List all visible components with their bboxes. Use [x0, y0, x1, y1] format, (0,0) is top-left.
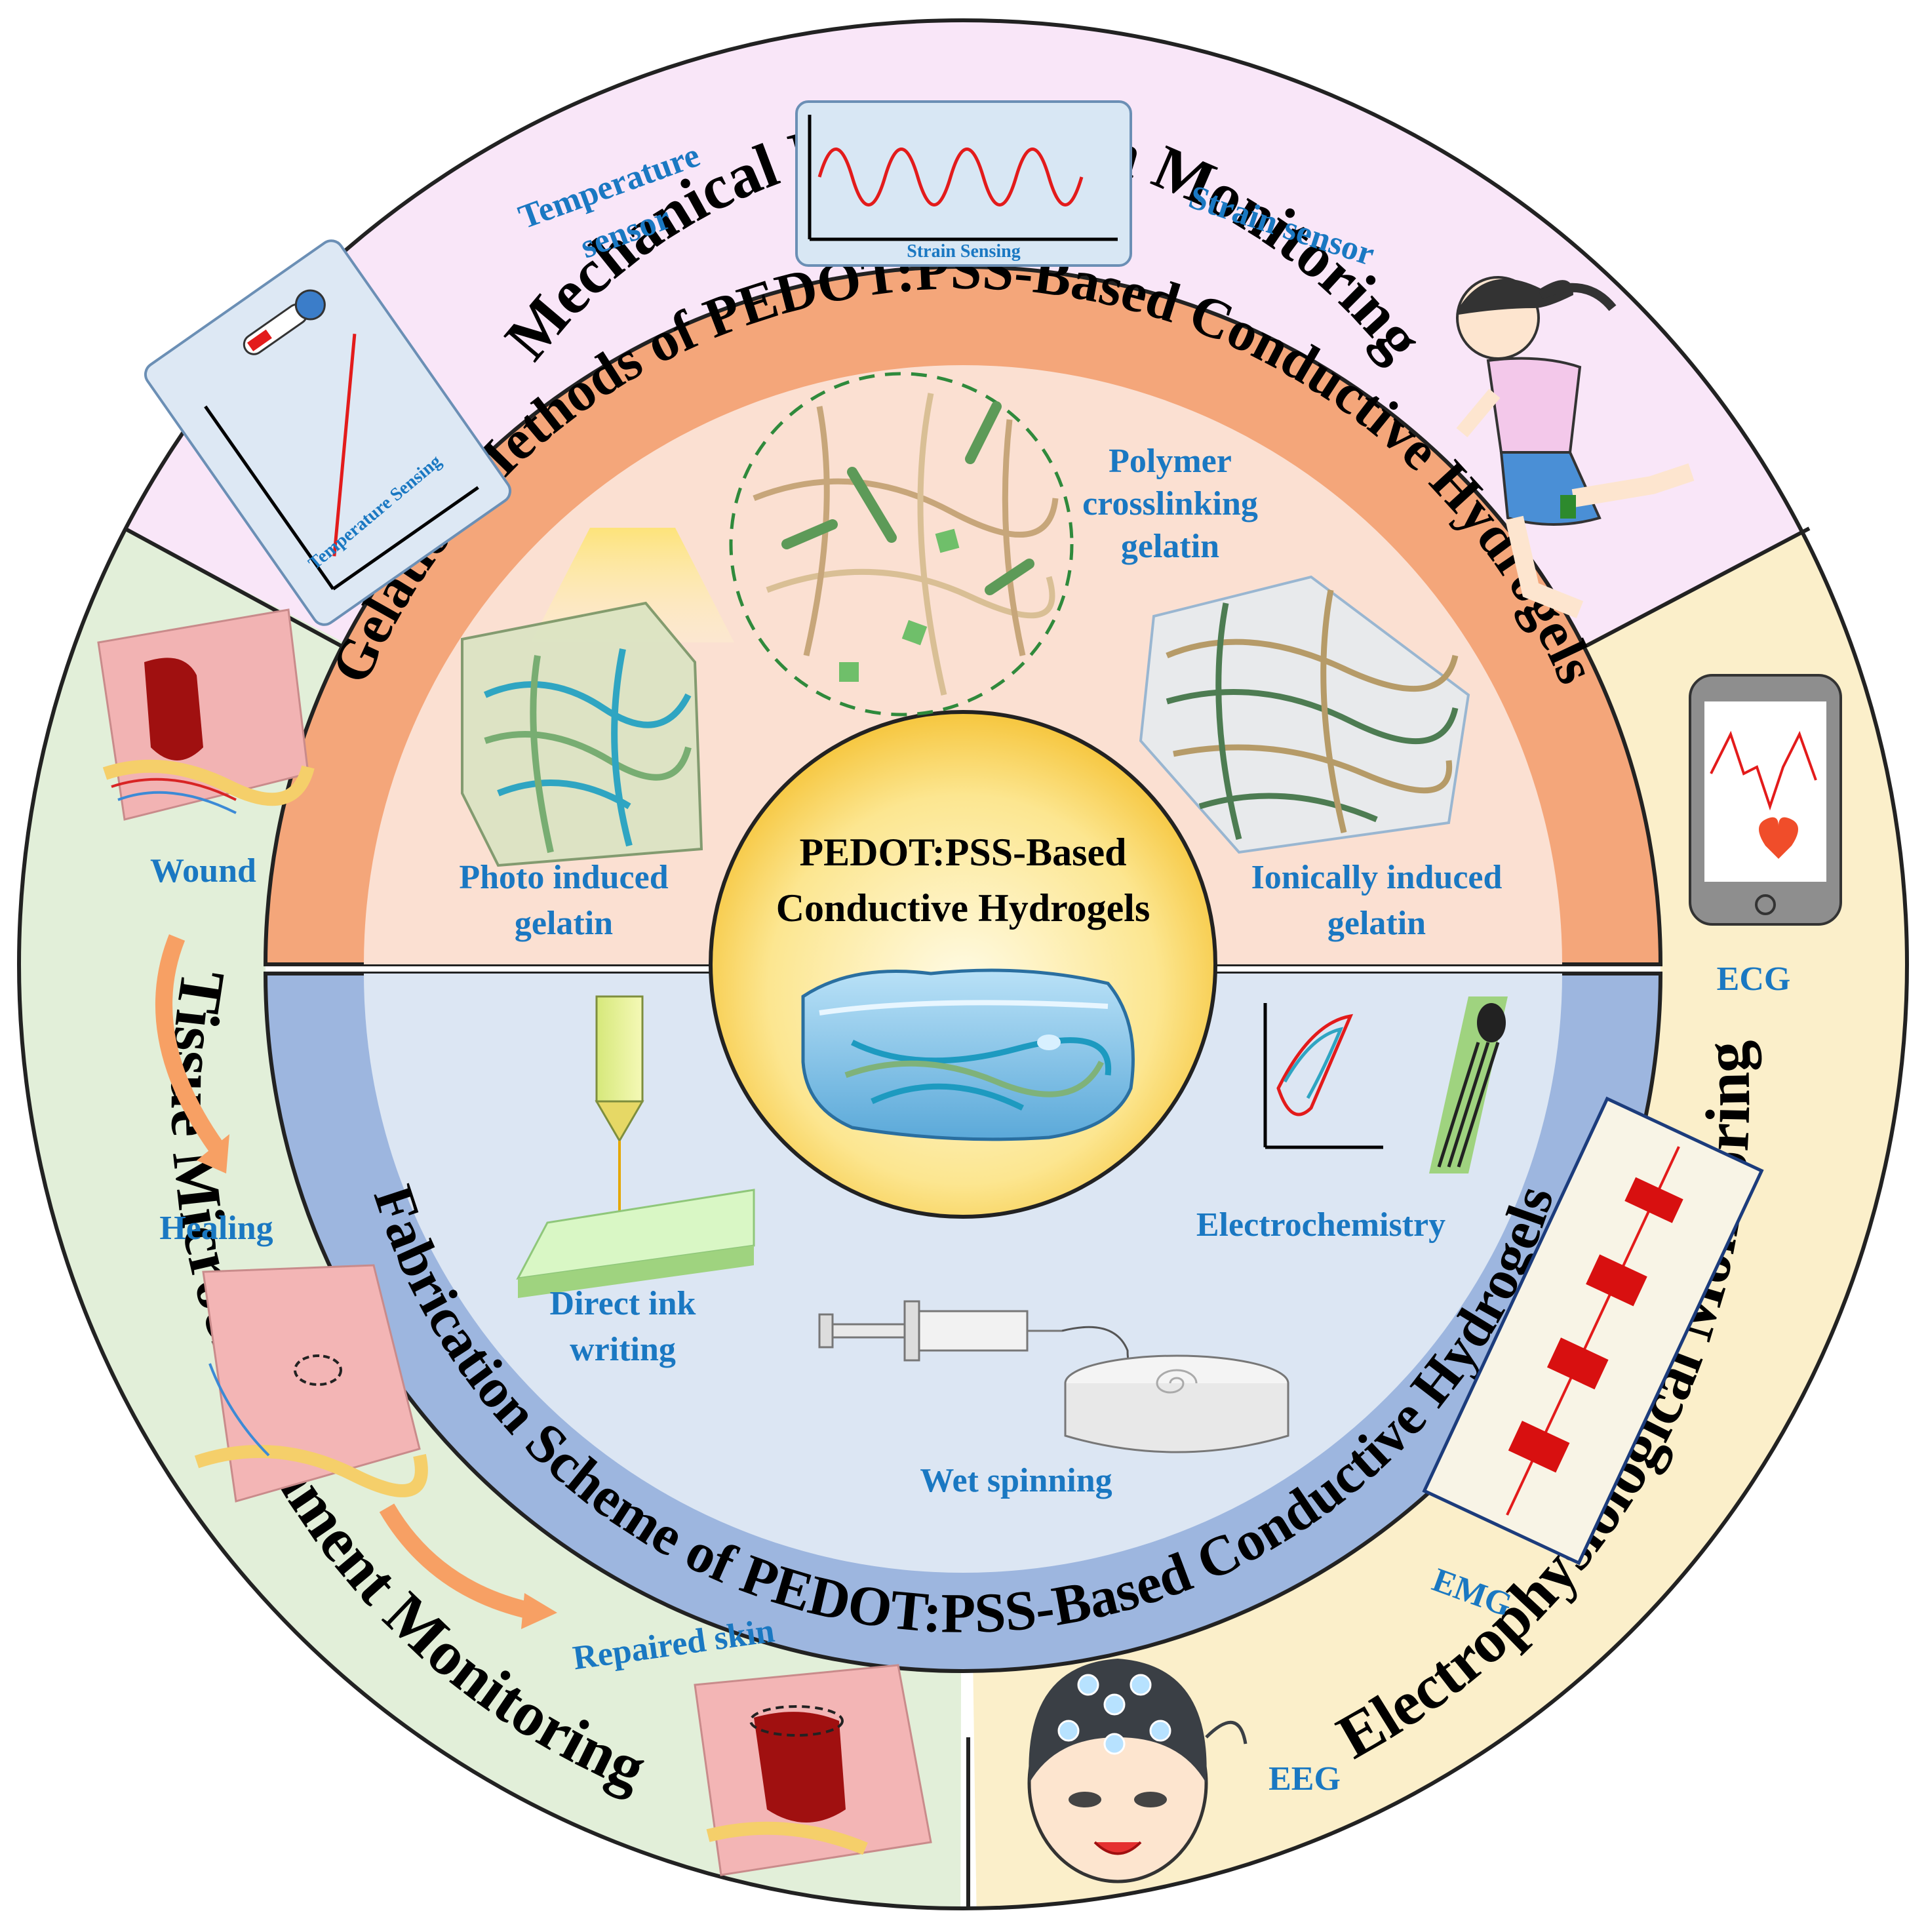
direct-ink-writing-icon: [516, 995, 755, 1298]
ionically-induced-network: [1139, 575, 1470, 854]
label-ionic-2: gelatin: [1327, 905, 1426, 942]
label-diw-1: Direct ink: [550, 1285, 696, 1322]
center-title-line2: Conductive Hydrogels: [776, 886, 1150, 930]
strain-sensing-card: Strain Sensing: [795, 100, 1132, 267]
label-photo-2: gelatin: [515, 905, 613, 942]
electrochemistry-icon: [1263, 996, 1508, 1173]
divider-right: [1585, 526, 1811, 648]
ecg-phone-icon: [1689, 674, 1842, 926]
wet-spinning-icon: [818, 1300, 1289, 1453]
label-photo-1: Photo induced: [459, 859, 668, 896]
label-eeg: EEG: [1268, 1760, 1341, 1798]
temperature-sensing-card: Temperature Sensing: [144, 239, 512, 626]
label-polymer-2: crosslinking: [1082, 485, 1258, 522]
wound-skin-icon: [97, 608, 315, 821]
label-polymer-3: gelatin: [1121, 528, 1219, 565]
divider-left: [123, 526, 342, 648]
label-ionic-1: Ionically induced: [1251, 859, 1503, 896]
arrow-healing-repaired: [379, 1503, 527, 1618]
eeg-head-icon: [1027, 1659, 1248, 1883]
label-polymer-1: Polymer: [1109, 443, 1232, 480]
center-title-line1: PEDOT:PSS-Based: [800, 831, 1127, 874]
healing-skin-icon: [194, 1264, 428, 1503]
arrow-wound-healing: [155, 934, 224, 1153]
label-diw-2: writing: [570, 1331, 676, 1368]
photo-induced-cube: [461, 528, 734, 867]
runner-figure-icon: [1456, 276, 1695, 618]
label-wound: Wound: [150, 852, 256, 890]
label-ecg: ECG: [1717, 960, 1791, 998]
label-electrochemistry: Electrochemistry: [1196, 1206, 1445, 1244]
center-circle: [709, 710, 1217, 1219]
strain-axis-label: Strain Sensing: [907, 241, 1021, 262]
emg-chart-icon: [1422, 1096, 1764, 1566]
hydrogel-block-icon: [801, 968, 1135, 1141]
label-healing: Healing: [159, 1210, 273, 1247]
outer-circle-border: [17, 18, 1909, 1910]
label-wet-spinning: Wet spinning: [920, 1462, 1112, 1499]
polymer-crosslinking-network: [729, 372, 1074, 717]
repaired-skin-icon: [694, 1664, 932, 1876]
